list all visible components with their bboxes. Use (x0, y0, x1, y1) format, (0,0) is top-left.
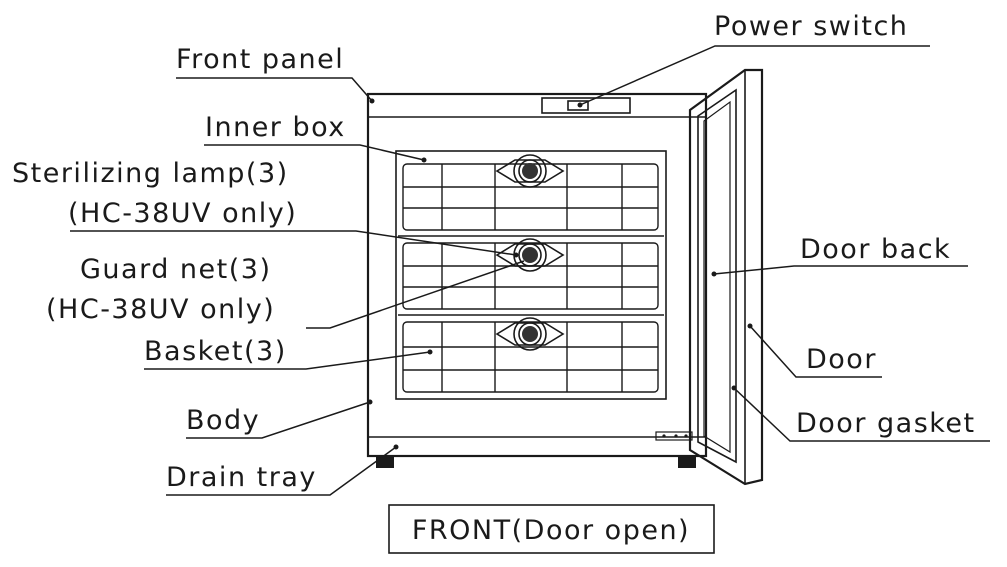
label-door-gasket: Door gasket (796, 408, 976, 439)
label-body: Body (186, 405, 260, 436)
power-switch (541, 97, 631, 114)
caption: FRONT(Door open) (412, 515, 690, 546)
label-door-back: Door back (800, 234, 951, 265)
label-inner-box: Inner box (205, 112, 346, 143)
label-drain-tray: Drain tray (166, 462, 317, 493)
label-basket: Basket(3) (144, 336, 287, 367)
inner-box (395, 150, 667, 400)
door (688, 68, 764, 486)
label-power-switch: Power switch (714, 11, 908, 42)
cabinet-body (366, 92, 708, 468)
label-guard-net-note: (HC-38UV only) (46, 294, 275, 325)
caption-box (388, 504, 715, 554)
basket-2 (402, 242, 659, 310)
leader-lines (70, 45, 990, 496)
sterilizing-lamp-3 (495, 317, 565, 351)
basket-1 (402, 163, 659, 231)
foot-left (376, 456, 394, 468)
basket-3 (402, 321, 659, 393)
sterilizing-lamp-2 (495, 238, 565, 272)
label-front-panel: Front panel (176, 44, 344, 75)
door-back-panel (697, 88, 737, 464)
foot-right (678, 456, 696, 468)
label-door: Door (806, 344, 877, 375)
label-sterilizing-lamp: Sterilizing lamp(3) (12, 158, 289, 189)
label-guard-net: Guard net(3) (80, 254, 271, 285)
sterilizing-lamp-1 (495, 154, 565, 188)
label-sterilizing-lamp-note: (HC-38UV only) (68, 198, 297, 229)
door-gasket (703, 100, 731, 454)
